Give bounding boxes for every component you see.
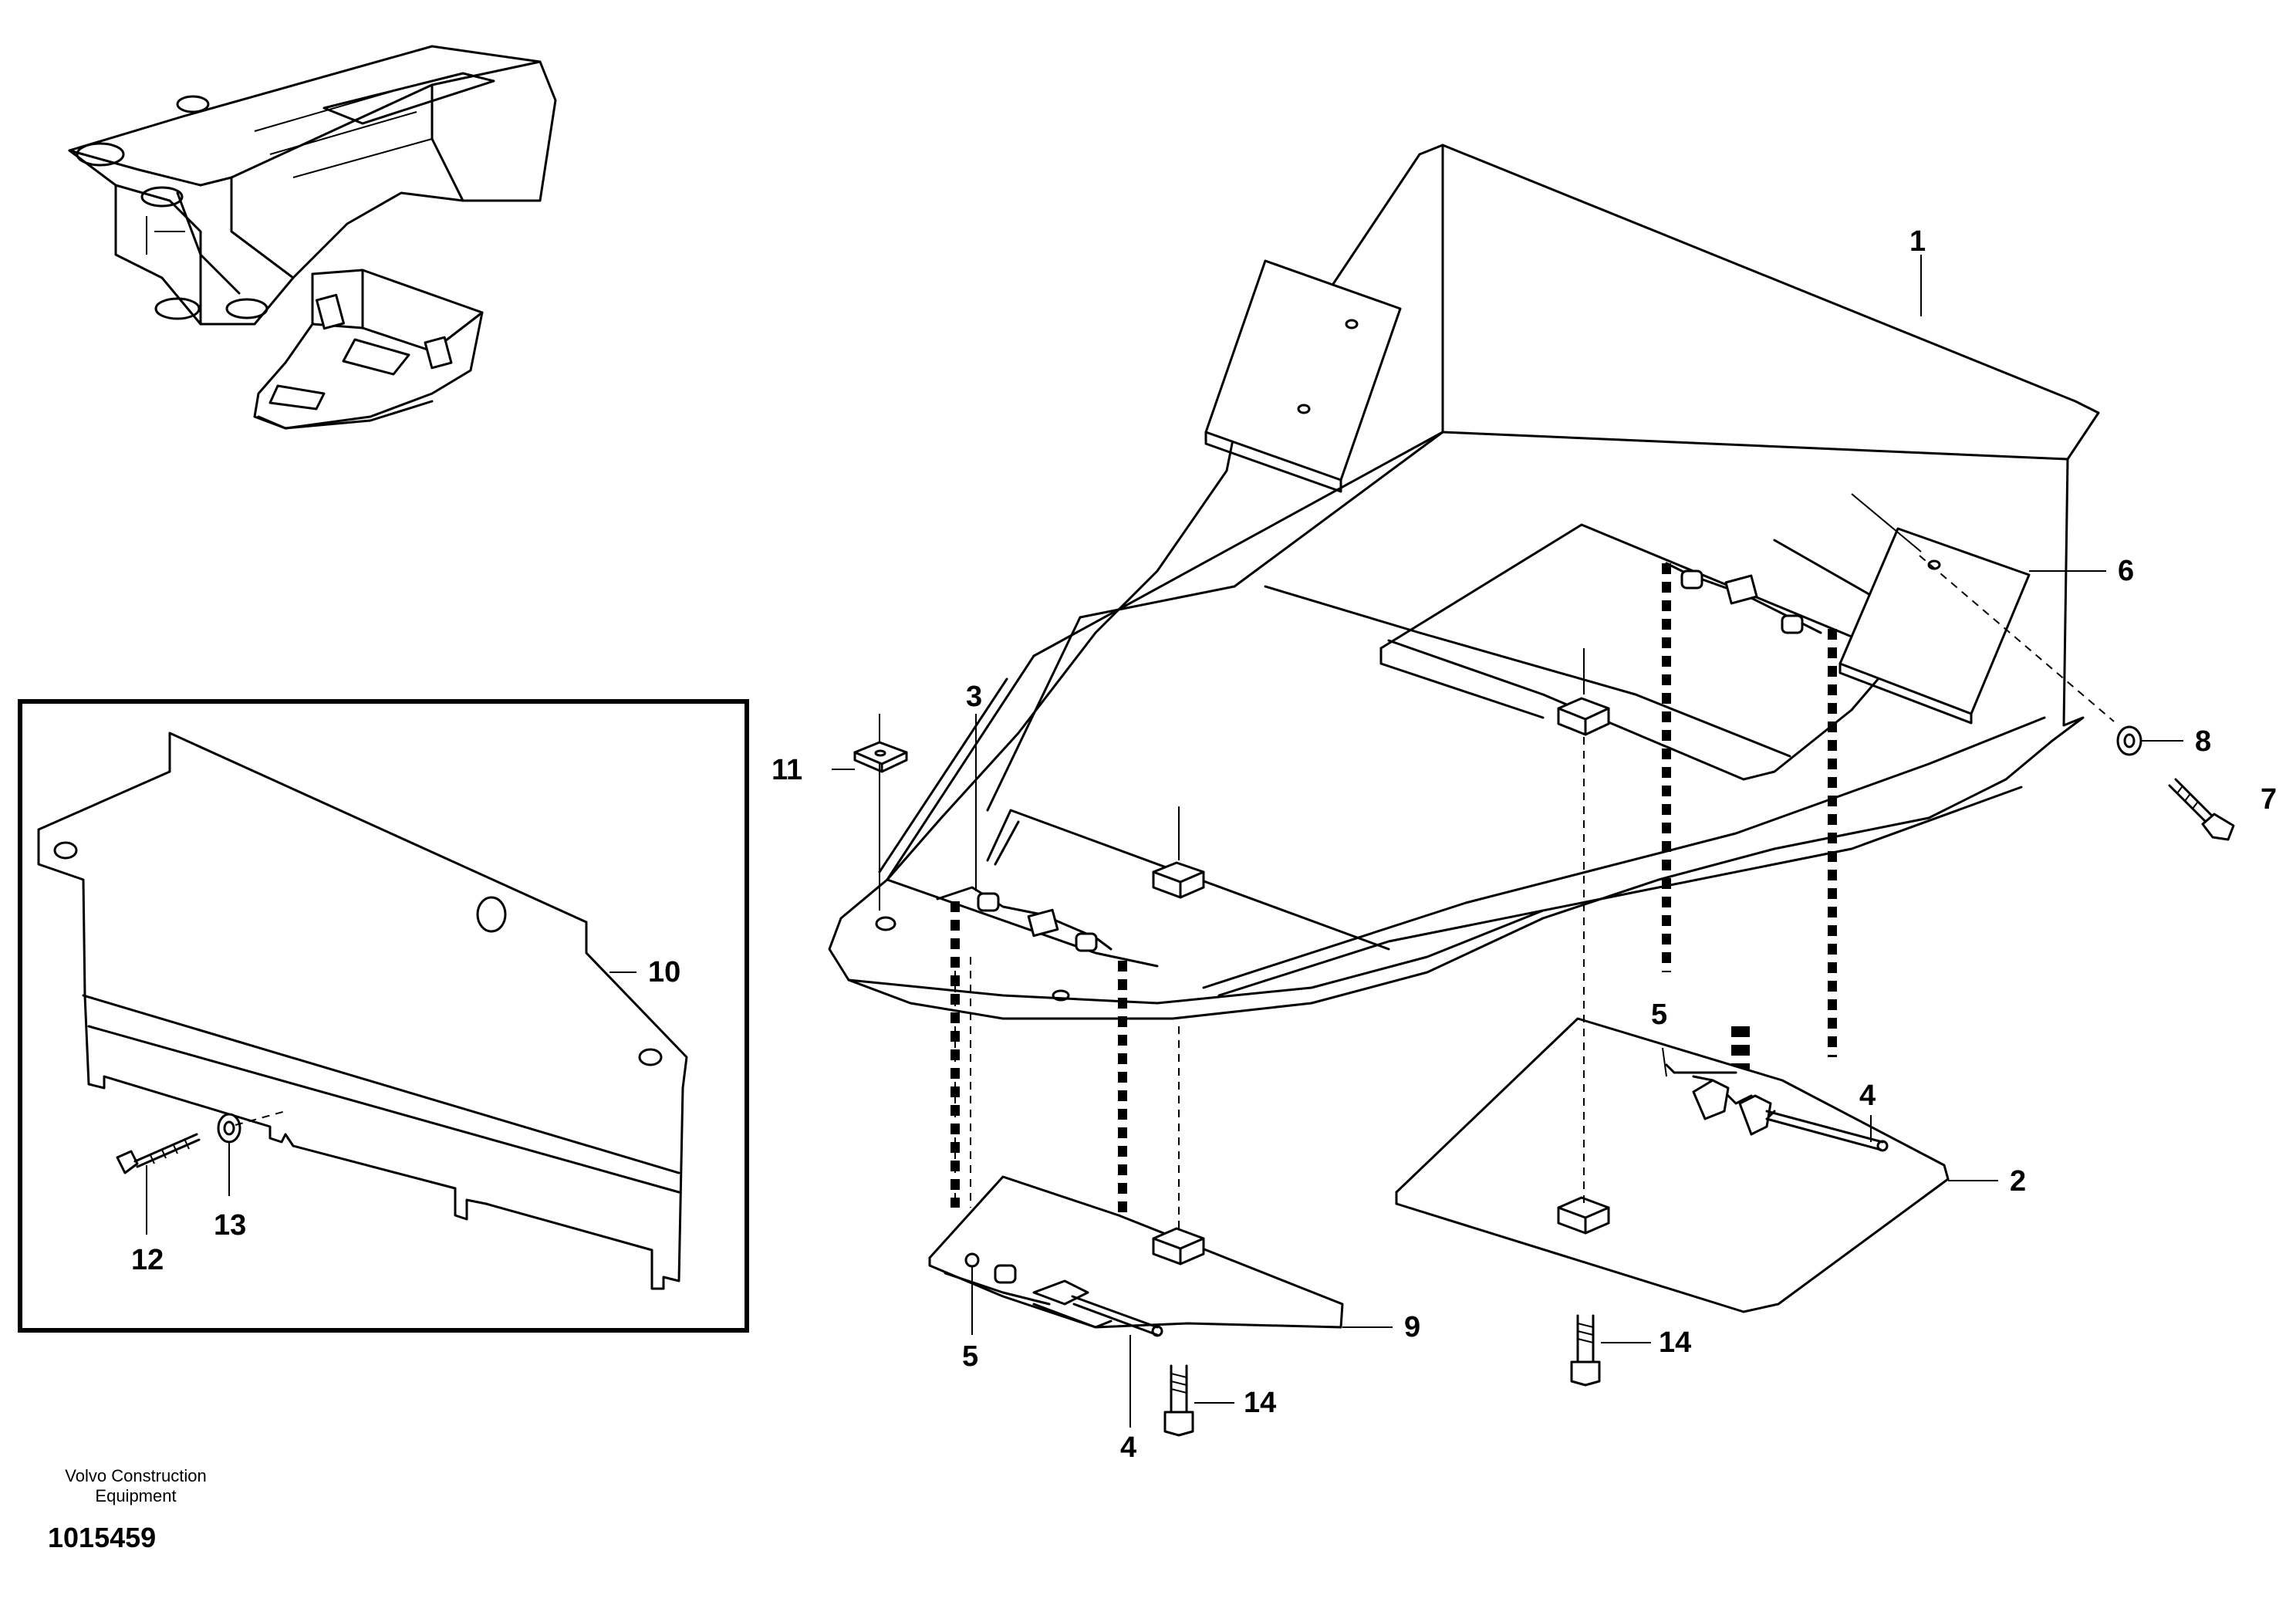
callout-7: 7	[2261, 783, 2277, 816]
brand-line-1: Volvo Construction	[65, 1466, 207, 1485]
nut-block-lower	[1152, 861, 1205, 899]
bolt-14-left	[1163, 1364, 1194, 1437]
callout-numbers: 1 2 3 4 4 5 5 6 7 8 9 10 11 12 13 14 14	[131, 225, 2277, 1464]
hinge-right	[1665, 562, 1822, 634]
callout-2: 2	[2010, 1165, 2026, 1198]
overview-thumbnail	[68, 45, 557, 430]
inset-panel	[18, 699, 749, 1333]
pad-6	[1838, 527, 2031, 725]
callout-4-left: 4	[1120, 1431, 1136, 1464]
document-number: 1015459	[48, 1522, 157, 1553]
inset-frame	[18, 699, 749, 1333]
loader-frame-thumbnail	[68, 45, 557, 326]
lid-2	[1395, 1017, 1950, 1313]
pad-top-left	[1204, 259, 1402, 493]
nut-block-upper	[1557, 697, 1610, 736]
lid-9	[928, 1175, 1344, 1337]
callout-9: 9	[1404, 1311, 1420, 1343]
callout-14-left: 14	[1244, 1387, 1276, 1419]
callout-10: 10	[648, 956, 680, 988]
bolt-14-right	[1570, 1314, 1601, 1387]
brand-line-2: Equipment	[95, 1486, 177, 1505]
callout-13: 13	[214, 1209, 246, 1242]
callout-1: 1	[1909, 225, 1926, 258]
main-tray-1	[828, 144, 2100, 1020]
callout-6: 6	[2118, 555, 2134, 587]
washer-8	[2116, 725, 2142, 756]
callout-5-right: 5	[1651, 999, 1667, 1031]
callout-14-right: 14	[1659, 1326, 1691, 1359]
callout-5-left: 5	[962, 1340, 978, 1373]
callout-12: 12	[131, 1244, 164, 1276]
footer: Volvo Construction Equipment 1015459	[43, 1466, 228, 1554]
callout-3: 3	[966, 681, 982, 713]
bolt-7	[2168, 778, 2235, 841]
bolt-12	[116, 1133, 201, 1174]
callout-4-right: 4	[1859, 1080, 1876, 1112]
square-washer-11	[853, 741, 908, 773]
tray-thumbnail	[253, 269, 484, 430]
cover-plate-10	[37, 732, 688, 1290]
callout-11: 11	[772, 754, 802, 786]
callout-8: 8	[2195, 725, 2211, 758]
hinge-3-left	[936, 886, 1113, 952]
leader-lines	[146, 255, 2183, 1428]
washer-13	[217, 1110, 286, 1144]
